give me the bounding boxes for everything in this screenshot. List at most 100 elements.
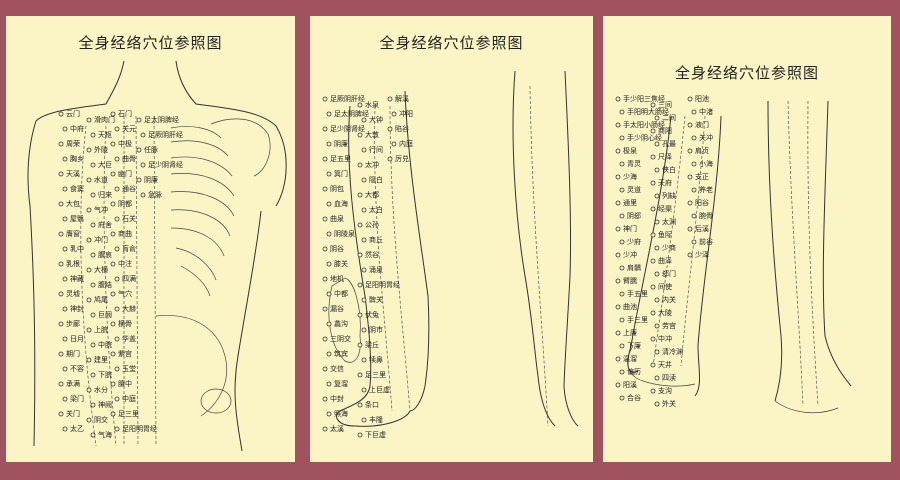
acupoint-marker	[654, 167, 660, 173]
acupoint-label: 筑宾	[334, 349, 348, 358]
acupoint-label: 曲泉	[330, 214, 344, 223]
acupoint-marker	[58, 141, 64, 147]
acupoint-label: 大包	[66, 199, 80, 208]
acupoint-label: 地机	[330, 274, 344, 283]
acupoint-label: 温溜	[623, 354, 637, 363]
acupoint-label: 照海	[334, 409, 348, 418]
acupoint-marker	[619, 135, 625, 141]
acupoint-label: 肩髃	[627, 263, 641, 272]
acupoint-marker	[687, 226, 693, 232]
panel-title: 全身经络穴位参照图	[78, 34, 223, 52]
acupoint-label: 太渊	[662, 217, 676, 226]
acupoint-label: 气冲	[94, 205, 108, 214]
meridian-line-3	[787, 100, 804, 407]
acupoint-label: 陷谷	[395, 124, 409, 133]
acupoint-label: 归来	[98, 190, 112, 199]
arm-chart-panel: 全身经络穴位参照图 手少阳三焦经手阳明大肠经手太阳小肠经手少阴心经极泉青灵少海灵…	[603, 16, 891, 462]
acupoint-marker	[654, 115, 660, 121]
acupoint-marker	[62, 426, 68, 432]
acupoint-marker	[654, 323, 660, 329]
acupoint-label: 手少阳三焦经	[623, 94, 665, 103]
acupoint-marker	[361, 237, 367, 243]
acupoint-label: 尺泽	[658, 153, 672, 161]
acupoint-label: 小海	[699, 159, 713, 168]
outer-leg-outline-right	[563, 70, 579, 427]
inner-leg-outline-right	[404, 90, 430, 412]
acupoint-marker	[654, 141, 660, 147]
acupoint-label: 足阳明胃经	[122, 424, 157, 433]
acupoint-marker	[687, 252, 693, 258]
acupoint-marker	[110, 231, 116, 237]
acupoint-label: 三阴交	[330, 334, 351, 343]
acupoint-label: 天溪	[66, 169, 80, 178]
acupoint-marker	[322, 336, 328, 342]
acupoint-label: 天井	[658, 360, 672, 369]
acupoint-marker	[326, 321, 332, 327]
acupoint-label: 气穴	[118, 289, 132, 298]
acupoint-label: 上脘	[94, 325, 108, 334]
acupoint-label: 手少阴心经	[627, 133, 662, 142]
acupoint-marker	[322, 156, 328, 162]
acupoint-label: 中封	[330, 394, 344, 403]
acupoint-label: 足五里	[330, 155, 351, 163]
acupoint-marker	[86, 297, 92, 303]
acupoint-label: 肓俞	[122, 244, 136, 253]
acupoint-label: 乳根	[66, 259, 80, 268]
acupoint-label: 通里	[623, 198, 637, 207]
acupoint-label: 合谷	[627, 393, 641, 402]
acupoint-marker	[619, 343, 625, 349]
acupoint-marker	[691, 161, 697, 167]
acupoint-label: 二间	[662, 114, 676, 122]
acupoint-marker	[58, 111, 64, 117]
acupoint-marker	[62, 366, 68, 372]
acupoint-label: 劳宫	[662, 321, 676, 330]
acupoint-label: 急脉	[148, 190, 162, 199]
acupoint-label: 隐白	[369, 175, 383, 184]
acupoint-label: 膺窗	[66, 229, 80, 238]
right-hand-outline	[774, 400, 839, 414]
acupoint-marker	[62, 336, 68, 342]
acupoint-label: 肩贞	[695, 146, 709, 155]
acupoint-label: 腹结	[98, 280, 112, 289]
acupoint-label: 神阙	[98, 400, 112, 409]
acupoint-marker	[140, 192, 146, 198]
right-arm-outline-inner	[822, 100, 852, 387]
panel-title: 全身经络穴位参照图	[674, 64, 819, 82]
acupoint-marker	[90, 402, 96, 408]
acupoint-label: 手太阳小肠经	[623, 120, 665, 129]
acupoint-marker	[322, 306, 328, 312]
acupoint-marker	[615, 356, 621, 362]
acupoint-marker	[615, 252, 621, 258]
acupoint-marker	[62, 246, 68, 252]
acupoint-marker	[326, 261, 332, 267]
acupoint-label: 偏历	[627, 367, 641, 376]
left-hand-outline	[627, 345, 696, 387]
acupoint-marker	[136, 177, 142, 183]
acupoint-label: 足少阴肾经	[330, 124, 365, 133]
acupoint-label: 紫宫	[118, 349, 132, 358]
acupoint-label: 大横	[94, 265, 108, 274]
acupoint-marker	[650, 102, 656, 108]
acupoint-marker	[619, 395, 625, 401]
acupoint-label: 行间	[369, 145, 383, 154]
acupoint-marker	[58, 411, 64, 417]
acupoint-label: 足三里	[365, 371, 386, 379]
acupoint-label: 中冲	[658, 334, 672, 343]
outer-leg-outline-left	[512, 70, 556, 427]
acupoint-marker	[114, 276, 120, 282]
acupoint-label: 外关	[662, 399, 676, 408]
acupoint-marker	[58, 171, 64, 177]
acupoint-label: 神藏	[70, 274, 84, 283]
acupoint-label: 阳谷	[695, 198, 709, 207]
acupoint-label: 足阳明胃经	[365, 280, 400, 289]
acupoint-marker	[615, 226, 621, 232]
acupoint-label: 血海	[334, 199, 348, 208]
acupoint-label: 步廊	[66, 319, 80, 328]
acupoint-marker	[62, 276, 68, 282]
acupoint-label: 漏谷	[330, 304, 344, 313]
acupoint-label: 阴市	[369, 325, 383, 334]
acupoint-marker	[322, 96, 328, 102]
panel-title: 全身经络穴位参照图	[379, 34, 524, 52]
acupoint-marker	[90, 252, 96, 258]
acupoint-label: 经渠	[658, 204, 672, 213]
